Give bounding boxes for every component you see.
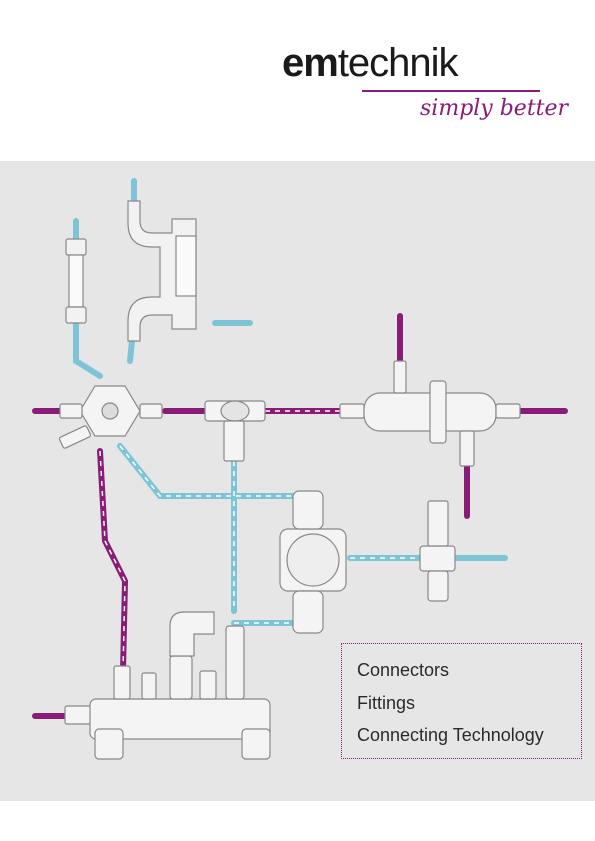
brand-wordmark-rest: technik — [337, 41, 459, 85]
brand-logo: emtechnik simply better — [282, 40, 568, 130]
topic-connectors: Connectors — [357, 660, 450, 680]
ball-valve — [204, 400, 266, 462]
manifold — [64, 611, 271, 760]
cross-fitting — [419, 500, 456, 602]
piping-illustration — [32, 178, 568, 760]
junction-box — [279, 490, 347, 634]
filter-housing — [339, 360, 521, 467]
brand-wordmark: emtechnik — [282, 40, 459, 86]
brand-rule — [362, 90, 540, 92]
topics-box: Connectors Fittings Connecting Technolog… — [341, 643, 582, 759]
topic-connecting-technology: Connecting Technology — [357, 725, 544, 745]
distributor-hub — [58, 385, 163, 449]
brand-wordmark-bold: em — [282, 41, 339, 85]
flowmeter-left — [65, 238, 87, 324]
topic-fittings: Fittings — [357, 693, 416, 713]
brand-tagline: simply better — [420, 96, 569, 121]
flowmeter-right — [127, 200, 197, 342]
